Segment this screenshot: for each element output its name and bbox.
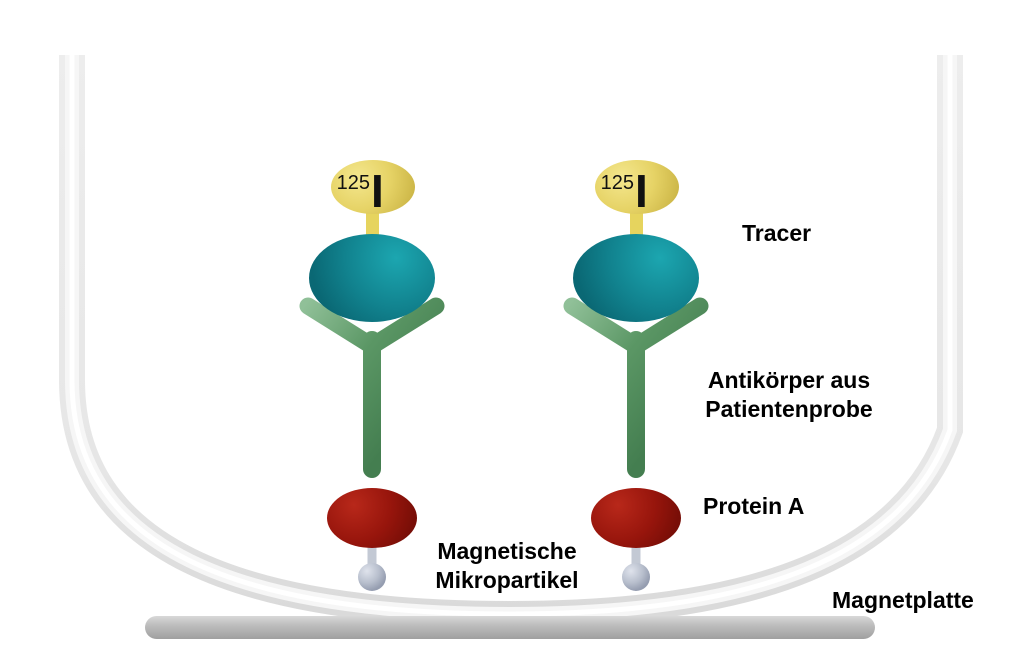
label-microparticle-line2: Mikropartikel — [435, 567, 578, 593]
label-antibody-line2: Patientenprobe — [705, 396, 872, 422]
well-wall-outer — [59, 55, 963, 628]
immune-complex-left — [308, 160, 436, 591]
label-protein-a: Protein A — [703, 493, 804, 519]
immune-complex-right — [572, 160, 700, 591]
well-wall-core — [69, 55, 953, 617]
well-wall-mid — [65, 55, 957, 622]
label-tracer: Tracer — [742, 220, 811, 246]
label-microparticle-line1: Magnetische — [437, 538, 576, 564]
label-magnet-plate: Magnetplatte — [832, 587, 974, 613]
magnet-plate-bar — [145, 616, 875, 639]
label-antibody-line1: Antikörper aus — [708, 367, 870, 393]
reaction-well — [59, 55, 963, 628]
